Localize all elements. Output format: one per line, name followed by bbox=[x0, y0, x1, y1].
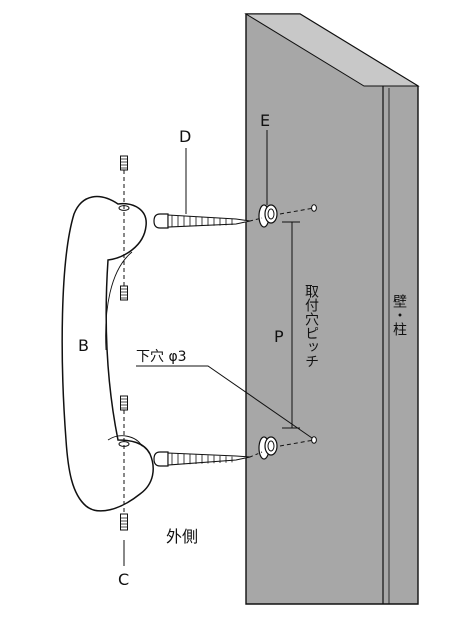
label-e: E bbox=[260, 111, 270, 130]
screw-bottom bbox=[153, 451, 263, 467]
label-pilot-hole: 下穴 φ3 bbox=[136, 349, 187, 365]
handle-body bbox=[61, 195, 154, 512]
set-screw-top-upper bbox=[120, 155, 128, 171]
washer-top bbox=[258, 130, 278, 228]
set-screws bbox=[120, 155, 128, 566]
label-b: B bbox=[78, 336, 89, 355]
pilot-hole-leader bbox=[136, 365, 313, 439]
pilot-hole-top bbox=[311, 204, 317, 212]
label-outside: 外側 bbox=[166, 527, 198, 546]
screw-top bbox=[153, 148, 263, 229]
set-screw-bottom-upper bbox=[120, 395, 128, 411]
wall-top-edge bbox=[244, 13, 420, 87]
set-screw-top-lower bbox=[120, 285, 128, 301]
pilot-hole-bottom bbox=[311, 436, 317, 444]
pilot-holes bbox=[279, 204, 317, 447]
washer-bottom bbox=[258, 436, 278, 460]
label-d: D bbox=[179, 127, 191, 146]
label-c: C bbox=[118, 570, 129, 589]
label-p: P bbox=[274, 327, 284, 346]
label-wall: 壁・柱 bbox=[391, 294, 407, 336]
set-screw-bottom-lower bbox=[120, 513, 128, 531]
wall-panel bbox=[244, 13, 420, 605]
label-mounting-pitch: 取付穴ピッチ bbox=[303, 284, 319, 368]
